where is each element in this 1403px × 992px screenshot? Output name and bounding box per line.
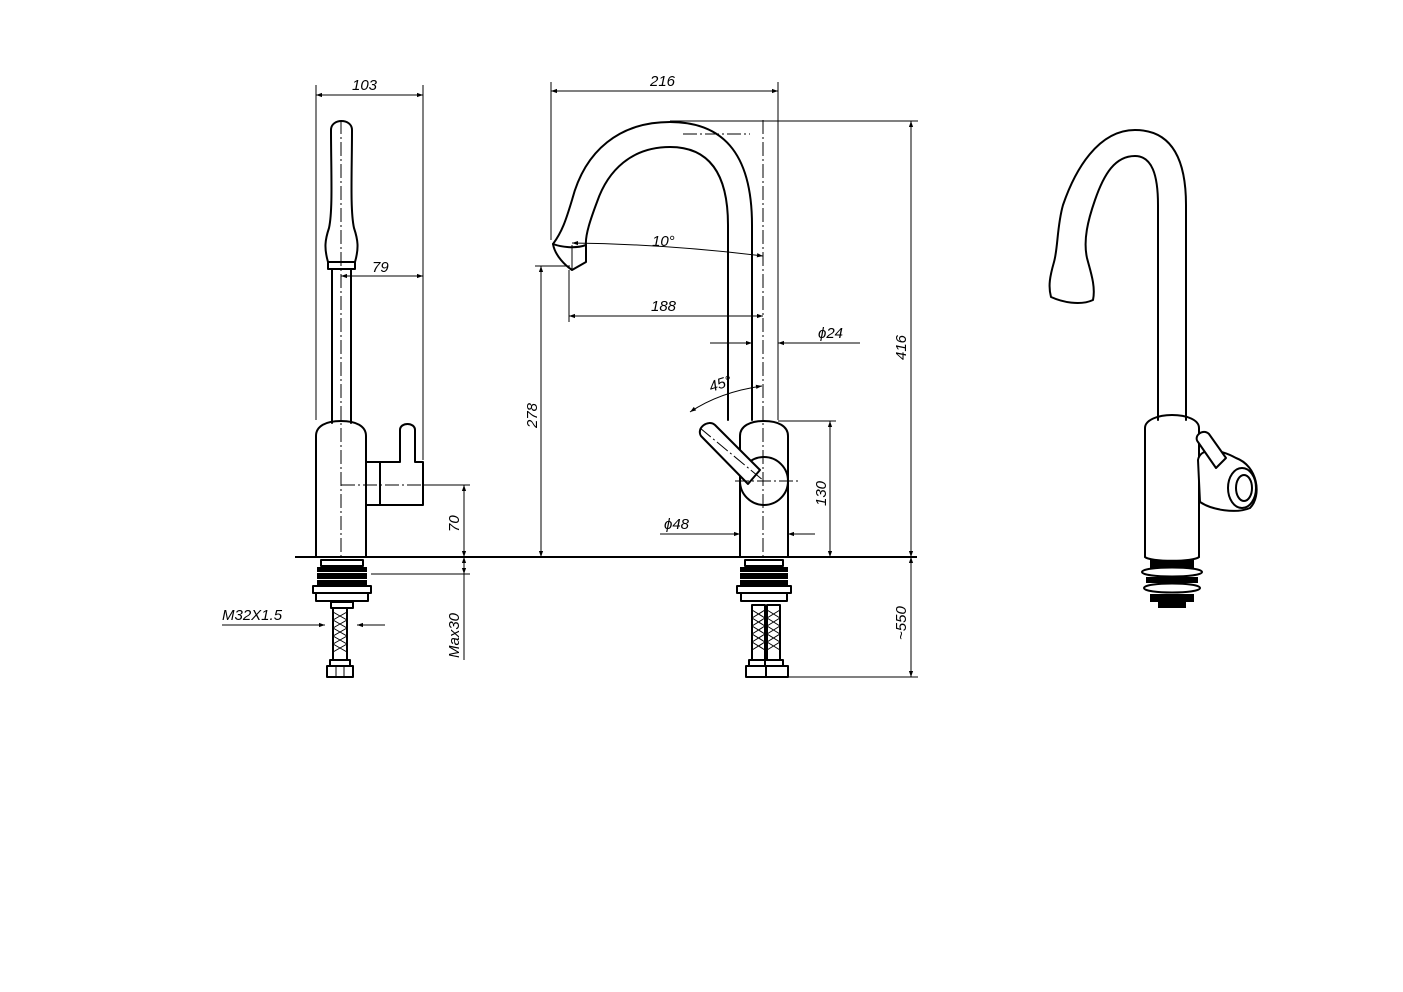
dim-side-thread: M32X1.5 [222, 607, 283, 624]
perspective-view [1048, 129, 1258, 608]
dim-total-height: 416 [893, 334, 910, 360]
dim-front-spout-reach: 188 [651, 298, 677, 315]
dim-side-mount-max: Max30 [446, 612, 463, 658]
dim-front-outlet-height: 278 [524, 402, 541, 429]
dim-side-handle-offset: 79 [372, 259, 389, 276]
dim-front-spout-diameter: ϕ24 [818, 325, 843, 342]
dim-hose-length: ~550 [893, 606, 910, 640]
dim-side-width: 103 [352, 77, 378, 94]
dim-front-handle-angle: 45° [707, 373, 734, 396]
dim-front-body-height: 130 [813, 480, 830, 506]
dim-front-reach: 216 [649, 73, 676, 90]
front-view: 216 10° 188 ϕ24 45° ϕ48 278 130 416 ~55 [524, 73, 918, 678]
dim-side-base-height: 70 [446, 515, 463, 532]
side-view: 103 79 70 Max30 M32X1.5 [222, 77, 470, 678]
dim-front-body-diameter: ϕ48 [664, 516, 690, 533]
dim-front-spout-angle: 10° [652, 233, 675, 250]
